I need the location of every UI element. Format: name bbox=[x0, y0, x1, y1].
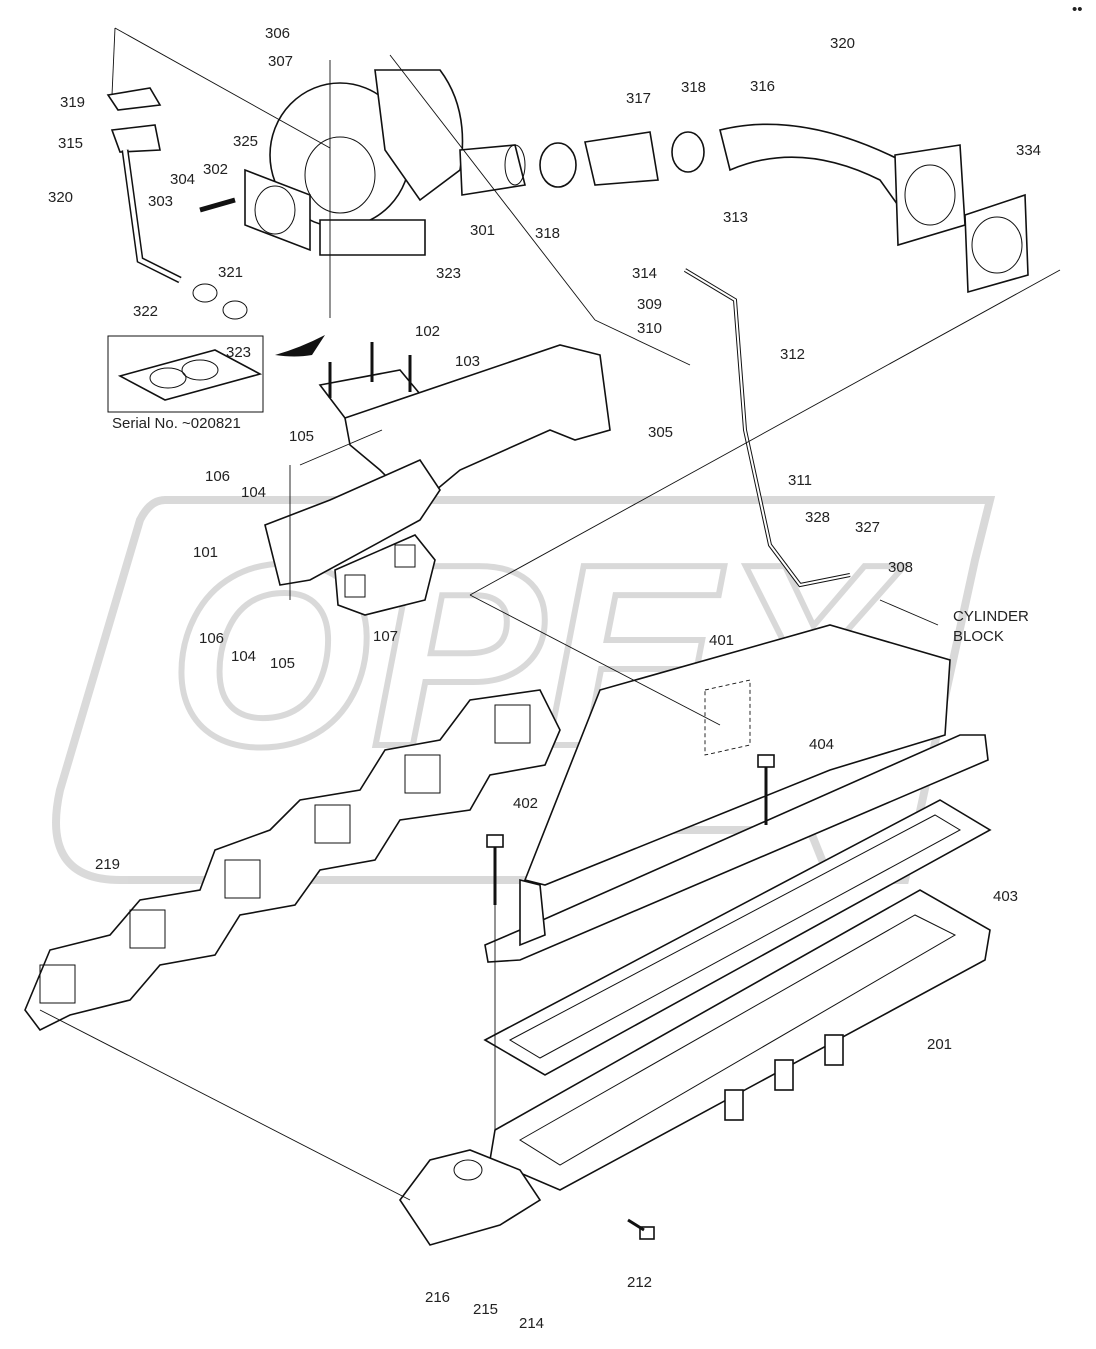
label-216: 216 bbox=[425, 1289, 450, 1306]
label-103: 103 bbox=[455, 353, 480, 370]
label-212: 212 bbox=[627, 1274, 652, 1291]
note-line1: CYLINDER bbox=[953, 608, 1029, 625]
cover-401 bbox=[484, 624, 989, 963]
label-305: 305 bbox=[648, 424, 673, 441]
label-320: 320 bbox=[48, 189, 73, 206]
part-labels: 306 307 319 315 320 304 302 303 325 301 … bbox=[48, 25, 1041, 1332]
label-319: 319 bbox=[60, 94, 85, 111]
label-327: 327 bbox=[855, 519, 880, 536]
label-306: 306 bbox=[265, 25, 290, 42]
gasket-219 bbox=[24, 689, 561, 1032]
label-311: 311 bbox=[788, 472, 812, 489]
label-316: 316 bbox=[750, 78, 775, 95]
label-310: 310 bbox=[637, 320, 662, 337]
label-314: 314 bbox=[632, 265, 657, 282]
label-318-b: 318 bbox=[681, 79, 706, 96]
label-201: 201 bbox=[927, 1036, 952, 1053]
inset-box: 323 Serial No. ~020821 bbox=[107, 335, 325, 432]
label-317: 317 bbox=[626, 90, 651, 107]
label-315: 315 bbox=[58, 135, 83, 152]
exhaust-manifold bbox=[264, 342, 611, 616]
turbocharger bbox=[199, 69, 526, 256]
label-307: 307 bbox=[268, 53, 293, 70]
label-308: 308 bbox=[888, 559, 913, 576]
label-302: 302 bbox=[203, 161, 228, 178]
label-318-a: 318 bbox=[535, 225, 560, 242]
leader-lines bbox=[39, 27, 1061, 1201]
label-301: 301 bbox=[470, 222, 495, 239]
label-321: 321 bbox=[218, 264, 243, 281]
label-309: 309 bbox=[637, 296, 662, 313]
label-214: 214 bbox=[519, 1315, 544, 1332]
label-322: 322 bbox=[133, 303, 158, 320]
label-312: 312 bbox=[780, 346, 805, 363]
inset-label: 323 bbox=[226, 344, 251, 361]
label-105-b: 105 bbox=[270, 655, 295, 672]
label-325: 325 bbox=[233, 133, 258, 150]
label-334: 334 bbox=[1016, 142, 1041, 159]
label-105: 105 bbox=[289, 428, 314, 445]
label-402: 402 bbox=[513, 795, 538, 812]
gasket-403 bbox=[483, 799, 992, 1076]
label-104: 104 bbox=[241, 484, 266, 501]
label-323: 323 bbox=[436, 265, 461, 282]
hoses bbox=[106, 87, 1029, 588]
label-313: 313 bbox=[723, 209, 748, 226]
intake-manifold-201 bbox=[399, 889, 991, 1246]
label-106: 106 bbox=[205, 468, 230, 485]
label-107: 107 bbox=[373, 628, 398, 645]
corner-mark: •• bbox=[1072, 1, 1083, 18]
label-106-b: 106 bbox=[199, 630, 224, 647]
label-215: 215 bbox=[473, 1301, 498, 1318]
label-404: 404 bbox=[809, 736, 834, 753]
label-320-b: 320 bbox=[830, 35, 855, 52]
label-101: 101 bbox=[193, 544, 218, 561]
label-104-b: 104 bbox=[231, 648, 256, 665]
inset-serial: Serial No. ~020821 bbox=[112, 415, 241, 432]
label-219: 219 bbox=[95, 856, 120, 873]
label-328: 328 bbox=[805, 509, 830, 526]
bolts bbox=[486, 754, 775, 1240]
label-303: 303 bbox=[148, 193, 173, 210]
label-304: 304 bbox=[170, 171, 195, 188]
label-403: 403 bbox=[993, 888, 1018, 905]
label-401: 401 bbox=[709, 632, 734, 649]
note-line2: BLOCK bbox=[953, 628, 1004, 645]
label-102: 102 bbox=[415, 323, 440, 340]
